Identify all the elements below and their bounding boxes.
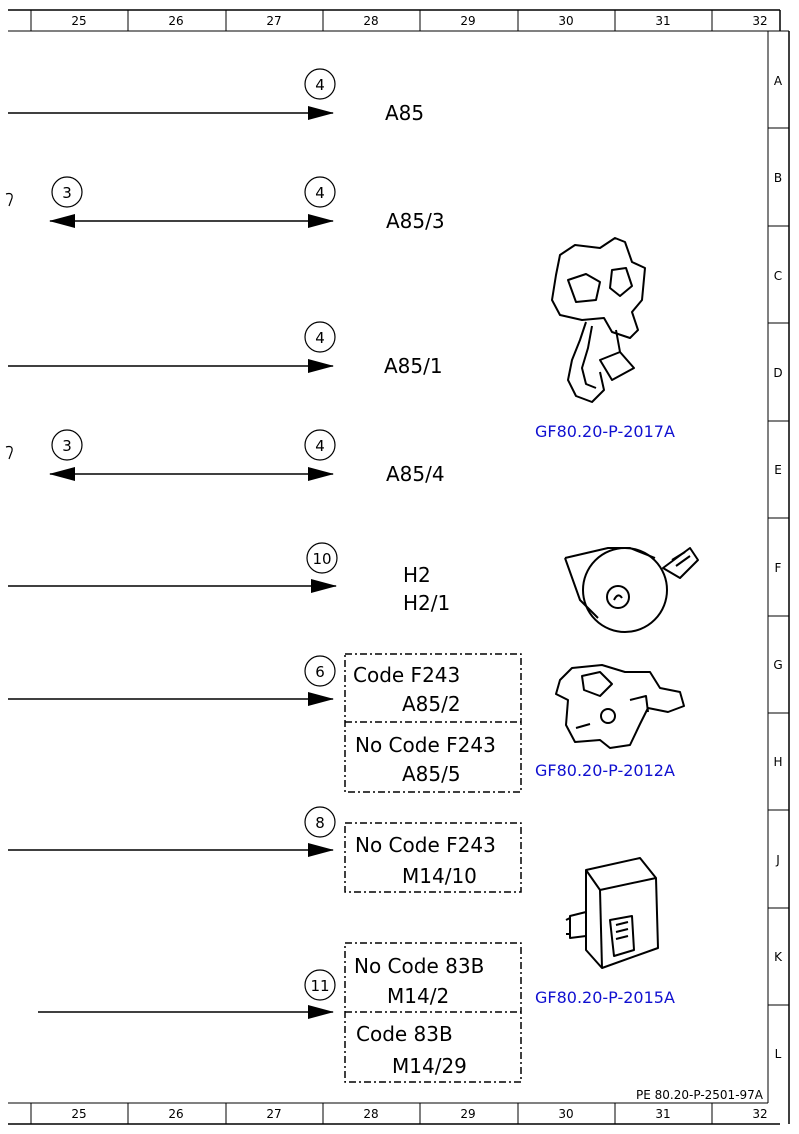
control-module-icon bbox=[565, 857, 659, 969]
connector-circle bbox=[306, 542, 338, 574]
column-label: 27 bbox=[266, 14, 281, 28]
connector-number: 10 bbox=[312, 550, 331, 568]
horn-icon bbox=[564, 547, 699, 633]
component-label: H2 bbox=[403, 563, 431, 587]
connector-circle bbox=[304, 321, 336, 353]
column-label: 32 bbox=[752, 1107, 767, 1121]
variant-condition: No Code F243 bbox=[355, 733, 496, 757]
column-label: 30 bbox=[558, 14, 573, 28]
trunk-lock-icon bbox=[555, 664, 685, 749]
connector-number: 4 bbox=[315, 437, 325, 455]
column-label: 30 bbox=[558, 1107, 573, 1121]
row-label: B bbox=[774, 171, 782, 185]
connection-h2: 10 H2 H2/1 bbox=[8, 542, 450, 615]
variant-condition: No Code 83B bbox=[354, 954, 484, 978]
connection-a85-3: 3 4 A85/3 bbox=[5, 176, 445, 233]
document-number: PE 80.20-P-2501-97A bbox=[636, 1088, 764, 1102]
connector-number: 4 bbox=[315, 76, 325, 94]
column-ticks bbox=[30, 10, 713, 1124]
variant-box bbox=[344, 822, 522, 893]
connector-number: 3 bbox=[62, 184, 72, 202]
connector-number: 6 bbox=[315, 663, 325, 681]
component-label: A85/3 bbox=[386, 209, 445, 233]
component-label: A85 bbox=[385, 101, 424, 125]
column-label: 31 bbox=[655, 14, 670, 28]
row-label: K bbox=[774, 950, 783, 964]
column-label: 26 bbox=[168, 14, 183, 28]
column-label: 31 bbox=[655, 1107, 670, 1121]
column-label: 29 bbox=[460, 1107, 475, 1121]
component-label: A85/4 bbox=[386, 462, 445, 486]
variant-component: M14/2 bbox=[387, 984, 449, 1008]
connector-number: 4 bbox=[315, 329, 325, 347]
connection-m14-10: 8 No Code F243 M14/10 bbox=[8, 806, 522, 893]
cut-off-glyph bbox=[5, 445, 13, 460]
connection-a85: 4 A85 bbox=[8, 68, 424, 125]
variant-condition: No Code F243 bbox=[355, 833, 496, 857]
row-label: J bbox=[775, 853, 780, 867]
reference-link[interactable]: GF80.20-P-2012A bbox=[535, 761, 675, 780]
variant-component: A85/5 bbox=[402, 762, 461, 786]
connector-number: 8 bbox=[315, 814, 325, 832]
reference-link[interactable]: GF80.20-P-2017A bbox=[535, 422, 675, 441]
row-label: G bbox=[773, 658, 782, 672]
connection-code-f243: 6 Code F243 A85/2 No Code F243 A85/5 bbox=[8, 653, 522, 793]
component-label: A85/1 bbox=[384, 354, 443, 378]
connector-circle bbox=[304, 176, 336, 208]
row-ticks bbox=[768, 127, 789, 1006]
variant-condition: Code F243 bbox=[353, 663, 460, 687]
column-labels-top: 25 26 27 28 29 30 31 32 bbox=[71, 14, 767, 28]
connector-number: 3 bbox=[62, 437, 72, 455]
column-label: 29 bbox=[460, 14, 475, 28]
row-labels: A B C D E F G H J K L bbox=[773, 74, 783, 1061]
reference-link[interactable]: GF80.20-P-2015A bbox=[535, 988, 675, 1007]
column-label: 27 bbox=[266, 1107, 281, 1121]
row-label: C bbox=[774, 269, 782, 283]
variant-box bbox=[344, 653, 522, 793]
connector-circle bbox=[51, 176, 83, 208]
connection-a85-4: 3 4 A85/4 bbox=[5, 429, 445, 486]
column-labels-bottom: 25 26 27 28 29 30 31 32 bbox=[71, 1107, 767, 1121]
column-label: 25 bbox=[71, 14, 86, 28]
row-label: E bbox=[774, 463, 782, 477]
row-label: L bbox=[775, 1047, 782, 1061]
cut-off-glyph bbox=[5, 192, 13, 207]
drawing-frame bbox=[8, 9, 790, 1125]
variant-component: M14/29 bbox=[392, 1054, 467, 1078]
connector-circle bbox=[304, 969, 336, 1001]
connector-number: 4 bbox=[315, 184, 325, 202]
row-label: H bbox=[773, 755, 782, 769]
column-label: 26 bbox=[168, 1107, 183, 1121]
connection-a85-1: 4 A85/1 bbox=[8, 321, 443, 378]
connector-circle bbox=[304, 68, 336, 100]
component-label: H2/1 bbox=[403, 591, 450, 615]
column-label: 28 bbox=[363, 1107, 378, 1121]
connector-circle bbox=[304, 806, 336, 838]
column-label: 32 bbox=[752, 14, 767, 28]
door-lock-actuator-icon bbox=[551, 237, 646, 403]
row-label: F bbox=[775, 561, 782, 575]
row-label: D bbox=[773, 366, 782, 380]
connector-circle bbox=[304, 655, 336, 687]
connection-code-83b: 11 No Code 83B M14/2 Code 83B M14/29 bbox=[38, 942, 522, 1083]
variant-component: A85/2 bbox=[402, 692, 461, 716]
row-label: A bbox=[774, 74, 783, 88]
variant-component: M14/10 bbox=[402, 864, 477, 888]
column-label: 28 bbox=[363, 14, 378, 28]
connector-circle bbox=[51, 429, 83, 461]
connector-number: 11 bbox=[310, 977, 329, 995]
variant-condition: Code 83B bbox=[356, 1022, 453, 1046]
connector-circle bbox=[304, 429, 336, 461]
column-label: 25 bbox=[71, 1107, 86, 1121]
